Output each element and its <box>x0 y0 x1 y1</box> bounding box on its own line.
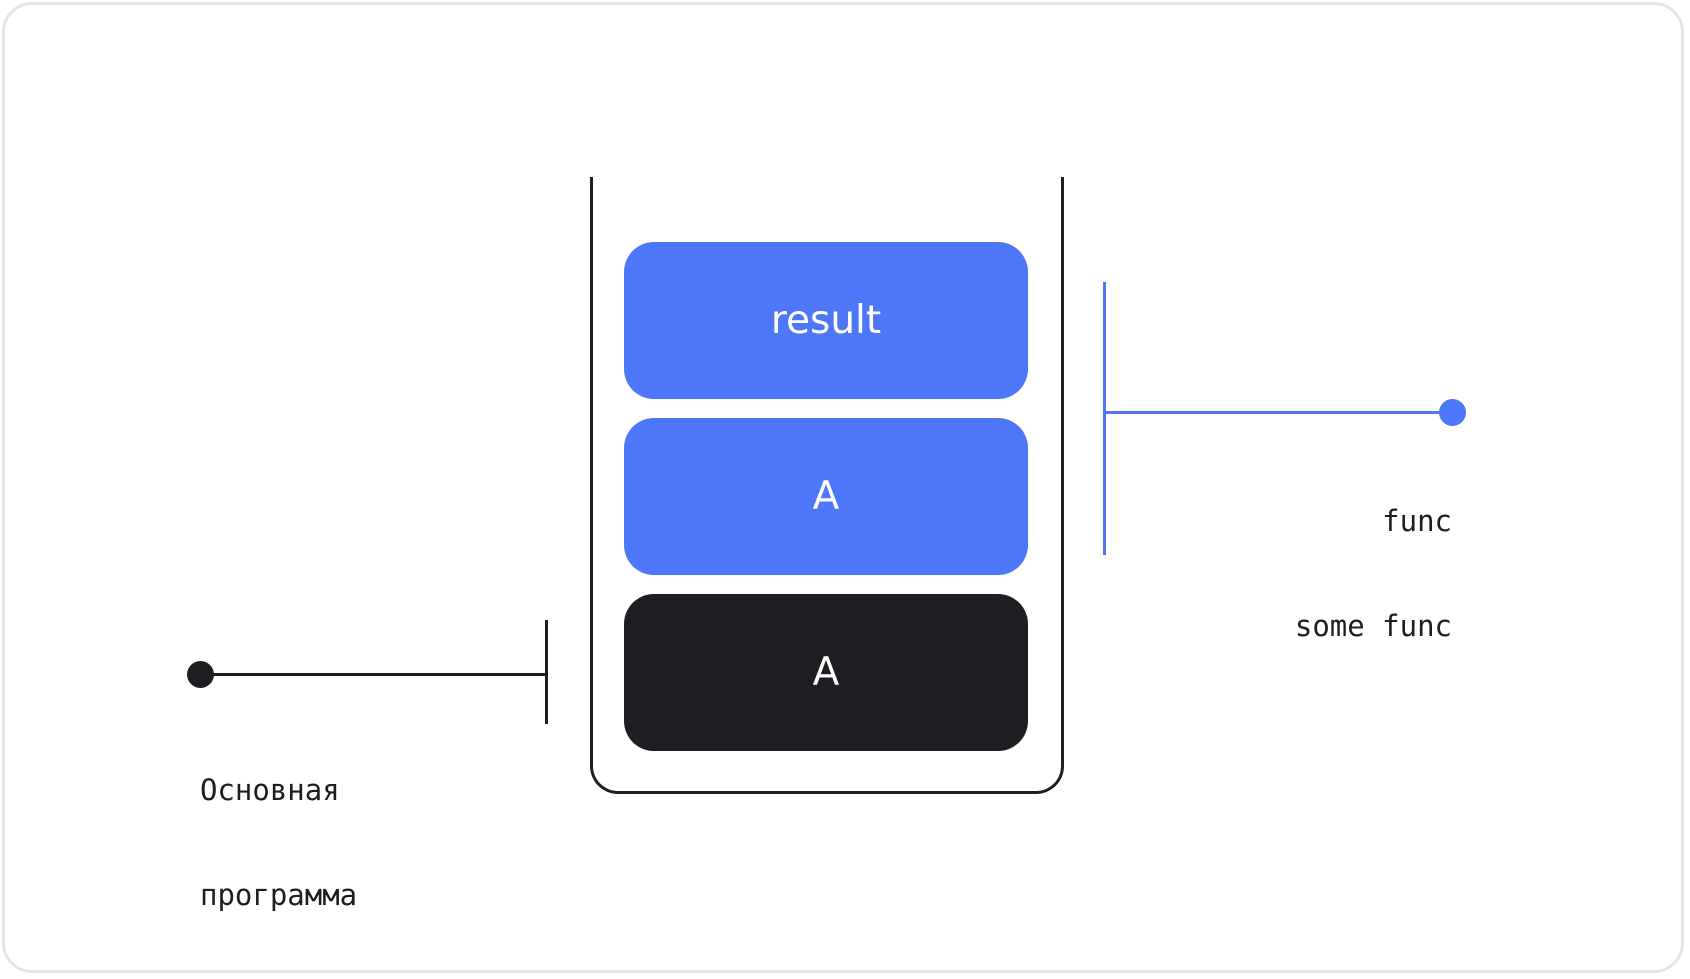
main-connector-line <box>200 673 548 676</box>
stack-frame-a-main: A <box>624 594 1028 751</box>
func-label-line2: some func <box>1294 609 1452 643</box>
call-stack-container <box>590 177 1064 794</box>
main-scope-bracket <box>545 620 548 724</box>
stack-frame-label: A <box>812 474 840 519</box>
main-label-line2: программа <box>200 878 358 912</box>
main-marker-dot <box>187 661 214 688</box>
stack-frame-label: A <box>812 650 840 695</box>
func-marker-dot <box>1439 399 1466 426</box>
stack-frame-label: result <box>770 298 882 343</box>
main-program-label: Основная программа <box>200 703 357 948</box>
func-label: func some func <box>1295 434 1452 679</box>
stack-frame-a-func: A <box>624 418 1028 575</box>
stack-frame-result: result <box>624 242 1028 399</box>
func-connector-line <box>1103 411 1449 414</box>
func-scope-bracket <box>1103 282 1106 555</box>
main-label-line1: Основная <box>200 773 340 807</box>
func-label-line1: func <box>1382 504 1452 538</box>
